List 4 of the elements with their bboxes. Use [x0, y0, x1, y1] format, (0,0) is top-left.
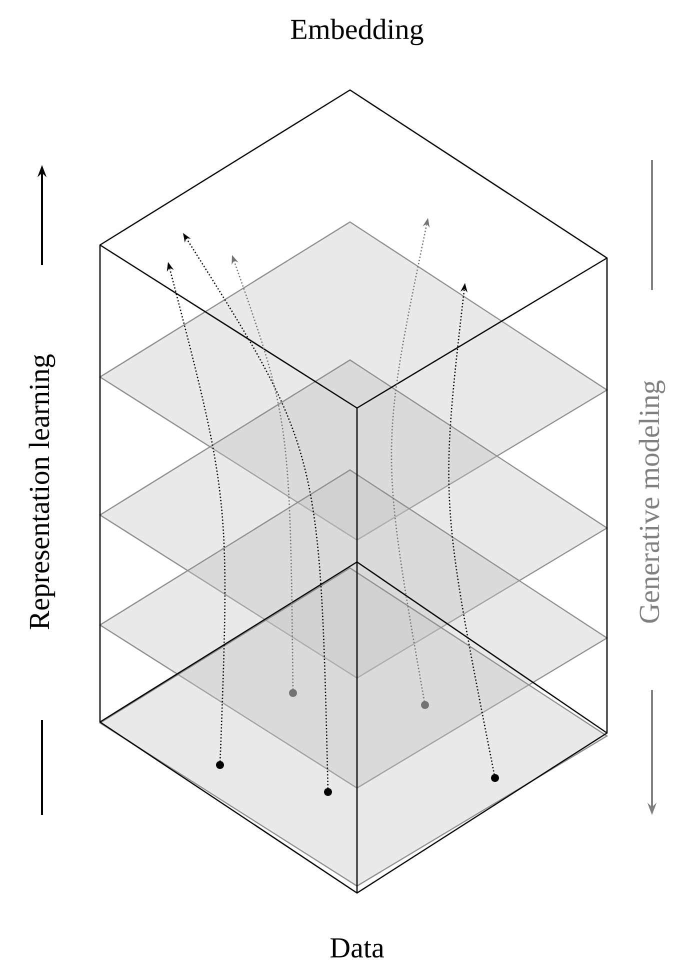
axis-label: Generative modeling — [638, 380, 666, 623]
heading: Embedding — [290, 18, 424, 46]
heading: Data — [330, 938, 384, 958]
axis-label: Representation learning — [28, 354, 56, 630]
